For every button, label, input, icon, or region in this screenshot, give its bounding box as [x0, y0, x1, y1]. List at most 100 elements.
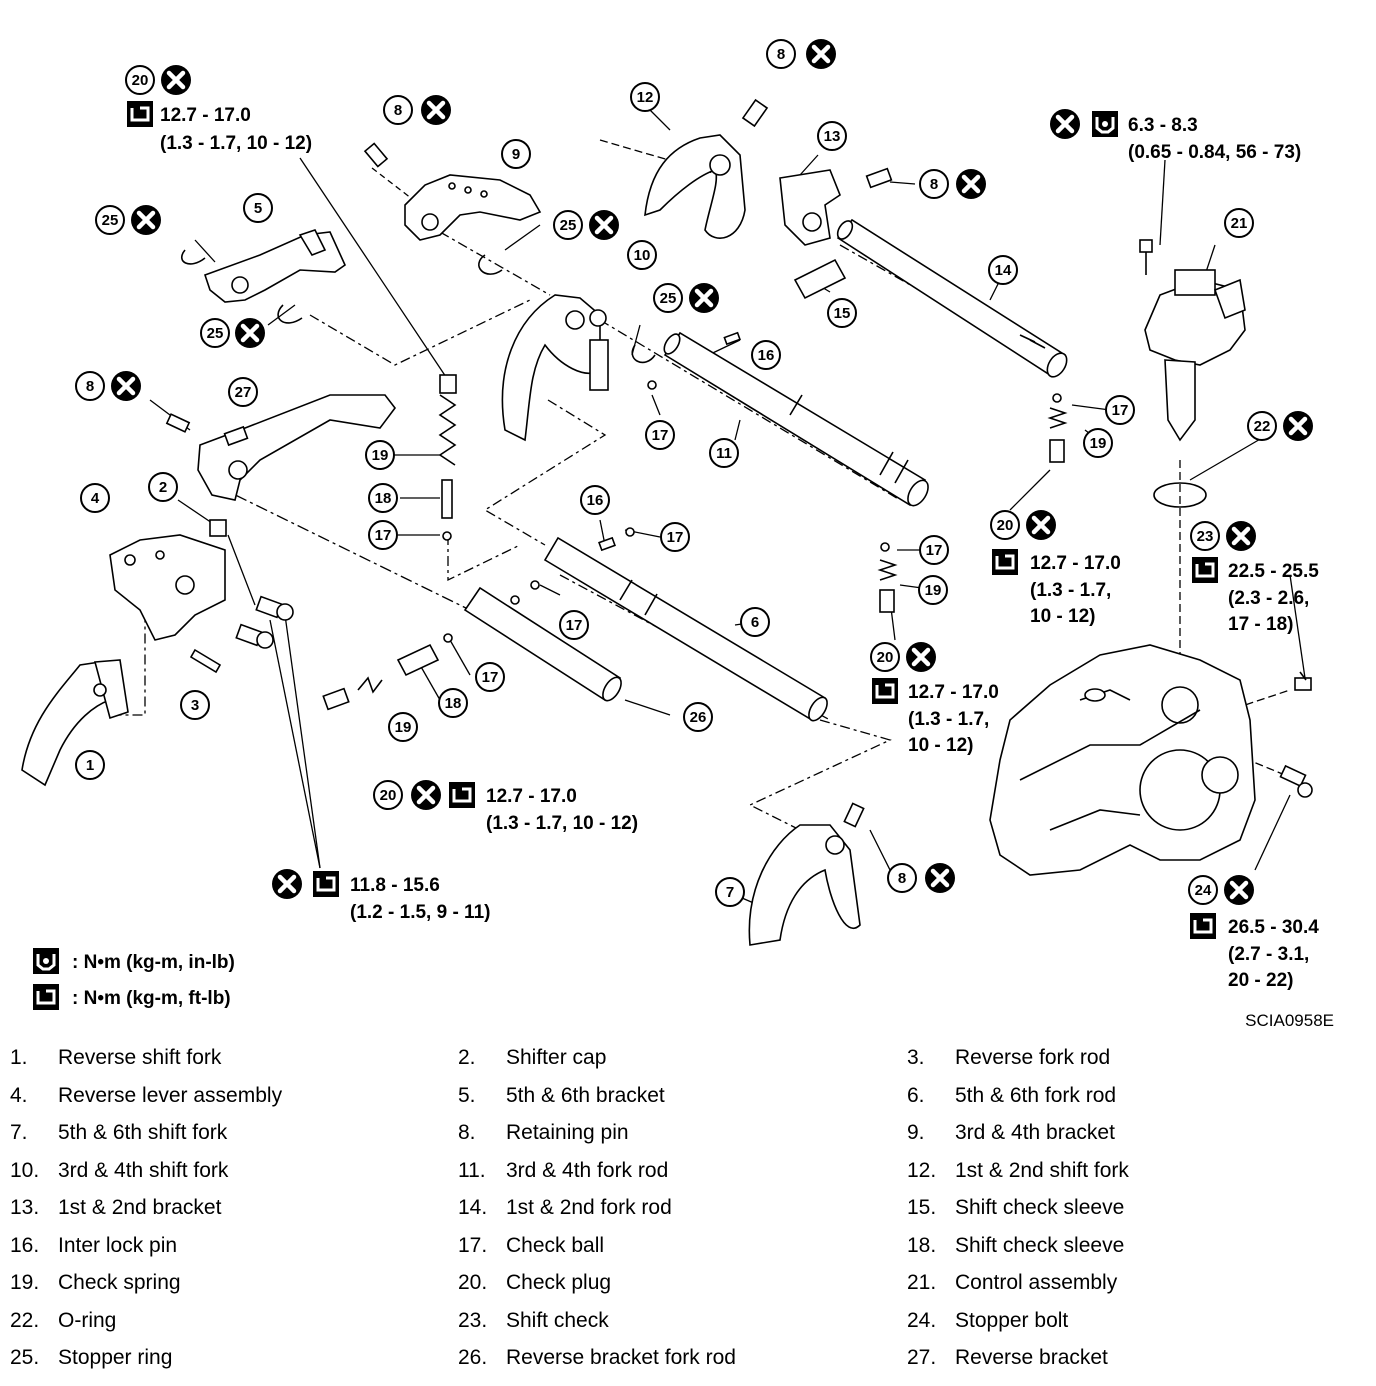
component-drawings [21, 98, 1313, 946]
parts-list-item: 14.1st & 2nd fork rod [458, 1196, 672, 1220]
svg-text:19: 19 [395, 719, 412, 736]
part-number: 12. [907, 1158, 937, 1182]
parts-list-item: 25.Stopper ring [10, 1346, 172, 1370]
part-name: Inter lock pin [58, 1233, 178, 1257]
svg-text:2: 2 [159, 479, 167, 496]
part-number: 4. [10, 1083, 28, 1107]
part-name: Check ball [506, 1233, 605, 1257]
svg-text:25: 25 [207, 325, 224, 342]
part-number: 6. [907, 1083, 925, 1107]
svg-text:26: 26 [690, 709, 707, 726]
torque-specs: 12.7 - 17.0 (1.3 - 1.7, 10 - 12) 6.3 - 8… [125, 99, 1319, 991]
parts-list-item: 15.Shift check sleeve [907, 1196, 1124, 1220]
part-number: 27. [907, 1346, 937, 1369]
parts-list-item: 21. Control assembly [907, 1271, 1117, 1295]
parts-list-item: 11.3rd & 4th fork rod [458, 1159, 668, 1183]
svg-text:13: 13 [824, 128, 841, 145]
svg-text:: N•m (kg-m, ft-lb): : N•m (kg-m, ft-lb) [72, 988, 231, 1009]
part-number: 23. [458, 1308, 488, 1332]
parts-list-item: 7.5th & 6th shift fork [10, 1121, 227, 1145]
svg-text:(1.2 - 1.5, 9 - 11): (1.2 - 1.5, 9 - 11) [350, 902, 490, 923]
parts-list-item: 16.Inter lock pin [10, 1234, 177, 1258]
svg-text:25: 25 [560, 217, 577, 234]
svg-text:14: 14 [995, 262, 1012, 279]
svg-text:17 - 18): 17 - 18) [1228, 614, 1293, 635]
svg-text:20: 20 [877, 649, 894, 666]
svg-text:11.8 - 15.6: 11.8 - 15.6 [350, 875, 440, 896]
part-name: Reverse shift fork [58, 1046, 222, 1069]
svg-text:18: 18 [375, 490, 392, 507]
parts-list-item: 5. 5th & 6th bracket [458, 1084, 665, 1108]
figure-code: SCIA0958E [1245, 1011, 1334, 1030]
part-name: 5th & 6th bracket [506, 1083, 665, 1107]
svg-text:12.7 - 17.0: 12.7 - 17.0 [486, 786, 577, 807]
svg-text:16: 16 [758, 347, 775, 364]
svg-text:10: 10 [634, 247, 651, 264]
svg-text:6.3 - 8.3: 6.3 - 8.3 [1128, 115, 1198, 136]
part-number: 11. [458, 1158, 486, 1182]
svg-text:10 - 12): 10 - 12) [1030, 606, 1095, 627]
part-name: Stopper ring [58, 1346, 173, 1369]
parts-list-item: 8.Retaining pin [458, 1121, 629, 1145]
part-name: Stopper bolt [955, 1308, 1069, 1332]
part-name: Reverse bracket [955, 1346, 1108, 1369]
parts-list-item: 23.Shift check [458, 1309, 609, 1333]
svg-text:3: 3 [191, 697, 199, 714]
svg-text:27: 27 [235, 384, 252, 401]
svg-text:25: 25 [102, 212, 119, 229]
svg-text:19: 19 [1090, 435, 1107, 452]
part-number: 5. [458, 1083, 476, 1107]
svg-text:24: 24 [1195, 882, 1212, 899]
svg-text:20 - 22): 20 - 22) [1228, 970, 1293, 991]
parts-list-item: 6.5th & 6th fork rod [907, 1084, 1116, 1108]
svg-text:18: 18 [445, 695, 462, 712]
parts-list-item: 12.1st & 2nd shift fork [907, 1159, 1129, 1183]
part-number: 1. [10, 1046, 28, 1069]
parts-list-item: 19.Check spring [10, 1271, 181, 1295]
svg-text:17: 17 [566, 617, 583, 634]
svg-text:12.7 - 17.0: 12.7 - 17.0 [908, 682, 999, 703]
part-name: Shifter cap [506, 1046, 607, 1069]
svg-text:12: 12 [637, 89, 654, 106]
svg-text:19: 19 [372, 447, 389, 464]
part-number: 13. [10, 1196, 40, 1219]
part-number: 3. [907, 1046, 925, 1069]
part-name: Shift check sleeve [955, 1196, 1125, 1219]
svg-text:(1.3 - 1.7,: (1.3 - 1.7, [1030, 580, 1111, 601]
part-name: Control assembly [955, 1271, 1118, 1294]
svg-text:8: 8 [898, 870, 906, 887]
parts-list-item: 24.Stopper bolt [907, 1309, 1068, 1333]
svg-text:11: 11 [716, 445, 732, 462]
parts-list-item: 2.Shifter cap [458, 1046, 606, 1070]
svg-text:19: 19 [925, 582, 942, 599]
svg-text:22: 22 [1254, 418, 1271, 435]
parts-list-item: 13.1st & 2nd bracket [10, 1196, 221, 1220]
svg-text:8: 8 [86, 378, 94, 395]
svg-text:1: 1 [86, 757, 94, 774]
svg-text:17: 17 [1112, 402, 1129, 419]
svg-text:17: 17 [482, 669, 499, 686]
svg-text:12.7 - 17.0: 12.7 - 17.0 [1030, 553, 1121, 574]
parts-list-item: 17.Check ball [458, 1234, 604, 1258]
parts-list: 1. Reverse shift fork 2.Shifter cap 3. Rever… [0, 1040, 1376, 1380]
part-number: 7. [10, 1121, 28, 1144]
svg-text:(2.3 - 2.6,: (2.3 - 2.6, [1228, 588, 1309, 609]
svg-text:9: 9 [512, 146, 520, 163]
part-name: Retaining pin [506, 1121, 629, 1144]
part-number: 22. [10, 1308, 40, 1332]
svg-text:(0.65 - 0.84, 56 - 73): (0.65 - 0.84, 56 - 73) [1128, 142, 1301, 163]
svg-text:17: 17 [652, 427, 669, 444]
part-name: Shift check sleeve [955, 1233, 1125, 1257]
parts-list-item: 9.3rd & 4th bracket [907, 1121, 1115, 1145]
svg-text:8: 8 [930, 176, 938, 193]
part-number: 21. [907, 1271, 937, 1294]
svg-text:26.5 - 30.4: 26.5 - 30.4 [1228, 917, 1319, 938]
part-name: 1st & 2nd fork rod [506, 1196, 672, 1219]
svg-text:15: 15 [834, 305, 851, 322]
part-name: Reverse fork rod [955, 1046, 1111, 1069]
svg-text:5: 5 [254, 200, 262, 217]
svg-text:25: 25 [660, 290, 677, 307]
svg-text:20: 20 [997, 517, 1014, 534]
svg-text:20: 20 [380, 787, 397, 804]
parts-list-item: 20.Check plug [458, 1271, 611, 1295]
